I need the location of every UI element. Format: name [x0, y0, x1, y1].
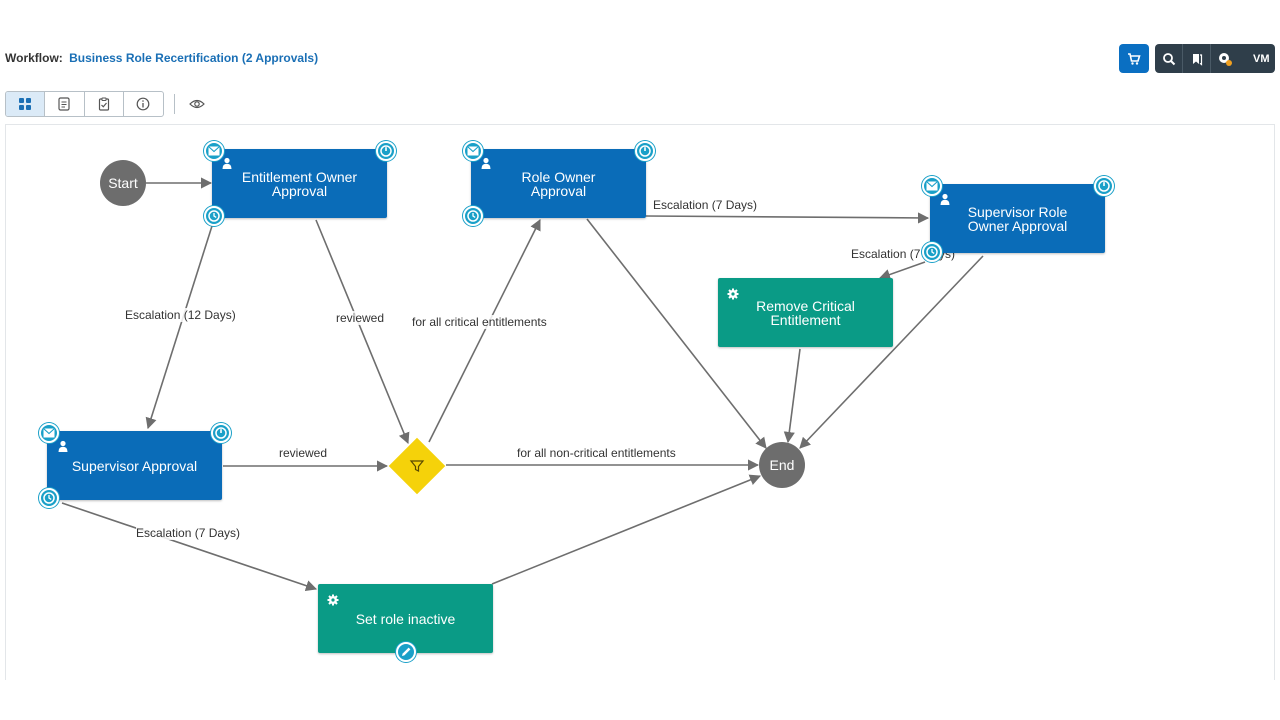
clock-badge[interactable] — [204, 206, 224, 226]
gauge-badge[interactable] — [635, 141, 655, 161]
view-checklist-button[interactable] — [85, 92, 124, 116]
clock-badge[interactable] — [39, 488, 59, 508]
user-menu-button[interactable]: VM — [1239, 44, 1275, 73]
entitlement-owner-approval-node[interactable]: Entitlement Owner Approval — [212, 149, 387, 218]
gear-icon — [327, 594, 339, 606]
edge-supervisor-role-owner-to-remove[interactable] — [878, 261, 926, 280]
filter-icon — [409, 460, 425, 472]
edge-supervisor-role-owner-to-end[interactable] — [799, 255, 984, 449]
edge-gateway-to-role-owner[interactable] — [428, 218, 541, 443]
mail-icon — [43, 428, 55, 438]
mail-badge[interactable] — [463, 141, 483, 161]
gauge-icon — [215, 427, 227, 439]
bookmarks-button[interactable] — [1183, 44, 1211, 73]
clock-icon — [467, 210, 479, 222]
toolbar-divider — [174, 94, 175, 114]
gauge-icon — [1098, 180, 1110, 192]
view-document-button[interactable] — [45, 92, 85, 116]
cart-icon — [1128, 52, 1141, 65]
edge-label: for all critical entitlements — [412, 315, 547, 329]
workflow-name: Business Role Recertification (2 Approva… — [69, 51, 319, 65]
clipboard-check-icon — [98, 97, 109, 111]
end-node[interactable]: End — [759, 442, 805, 488]
gear-icon — [727, 288, 739, 300]
person-icon — [940, 193, 950, 205]
gauge-badge[interactable] — [1094, 176, 1114, 196]
utility-toolbar: VM — [1155, 44, 1275, 73]
node-label: Entitlement Owner Approval — [241, 168, 358, 199]
search-button[interactable] — [1155, 44, 1183, 73]
set-role-inactive-node[interactable]: Set role inactive — [318, 584, 493, 653]
edge-supervisor-to-set-inactive[interactable] — [61, 502, 318, 592]
pencil-icon — [402, 647, 411, 656]
edge-remove-to-end[interactable] — [783, 348, 801, 444]
workflow-canvas — [5, 124, 1275, 680]
preview-button[interactable] — [186, 96, 208, 112]
view-info-button[interactable] — [124, 92, 163, 116]
edge-label: Escalation (7 Days) — [136, 526, 241, 540]
node-label: Supervisor Role Owner Approval — [967, 203, 1068, 234]
node-label: Set role inactive — [355, 610, 456, 627]
person-icon — [222, 157, 232, 169]
edge-label: for all non-critical entitlements — [517, 446, 676, 460]
page-title: Workflow: Business Role Recertification … — [5, 51, 318, 65]
gauge-icon — [380, 145, 392, 157]
bookmarks-icon — [1192, 53, 1202, 66]
search-icon — [1162, 52, 1175, 65]
node-label: Supervisor Approval — [71, 457, 198, 474]
workflow-prefix: Workflow: — [5, 51, 63, 65]
edge-label: reviewed — [279, 446, 328, 460]
edge-label: reviewed — [336, 311, 385, 325]
edge-role-owner-to-end[interactable] — [586, 218, 767, 449]
supervisor-approval-node[interactable]: Supervisor Approval — [47, 431, 222, 500]
user-initials: VM — [1253, 52, 1270, 65]
gear-user-icon — [1219, 52, 1232, 66]
edge-set-inactive-to-end[interactable] — [491, 474, 762, 585]
node-label: Remove Critical Entitlement — [756, 297, 855, 328]
supervisor-role-owner-approval-node[interactable]: Supervisor Role Owner Approval — [930, 184, 1105, 253]
mail-badge[interactable] — [204, 141, 224, 161]
gauge-badge[interactable] — [376, 141, 396, 161]
mail-badge[interactable] — [39, 423, 59, 443]
start-label: Start — [108, 175, 138, 191]
role-owner-approval-node[interactable]: Role Owner Approval — [471, 149, 646, 218]
info-icon — [136, 97, 150, 111]
edge-entitlement-to-supervisor[interactable] — [145, 225, 213, 430]
person-icon — [481, 157, 491, 169]
edge-label: Escalation (7 Days) — [653, 198, 758, 212]
document-list-icon — [58, 97, 70, 111]
settings-button[interactable] — [1211, 44, 1239, 73]
clock-icon — [43, 492, 55, 504]
view-mode-toolbar — [5, 91, 164, 117]
mail-icon — [208, 146, 220, 156]
mail-badge[interactable] — [922, 176, 942, 196]
edge-entitlement-to-gateway[interactable] — [315, 219, 410, 445]
eye-icon — [189, 99, 205, 109]
person-icon — [58, 440, 68, 452]
cart-button[interactable] — [1119, 44, 1149, 73]
mail-icon — [467, 146, 479, 156]
edge-role-owner-to-supervisor-role-owner[interactable] — [645, 212, 930, 224]
diagram-icon — [19, 98, 32, 110]
gauge-icon — [639, 145, 651, 157]
start-node[interactable]: Start — [100, 160, 146, 206]
edge-label: Escalation (12 Days) — [125, 308, 236, 322]
view-diagram-button[interactable] — [6, 92, 46, 116]
end-label: End — [769, 457, 795, 473]
node-label: Role Owner Approval — [521, 168, 596, 199]
clock-icon — [926, 246, 938, 258]
remove-critical-entitlement-node[interactable]: Remove Critical Entitlement — [718, 278, 893, 347]
clock-badge[interactable] — [463, 206, 483, 226]
clock-badge[interactable] — [922, 242, 942, 262]
edit-badge[interactable] — [396, 642, 416, 662]
gauge-badge[interactable] — [211, 423, 231, 443]
clock-icon — [208, 210, 220, 222]
mail-icon — [926, 181, 938, 191]
